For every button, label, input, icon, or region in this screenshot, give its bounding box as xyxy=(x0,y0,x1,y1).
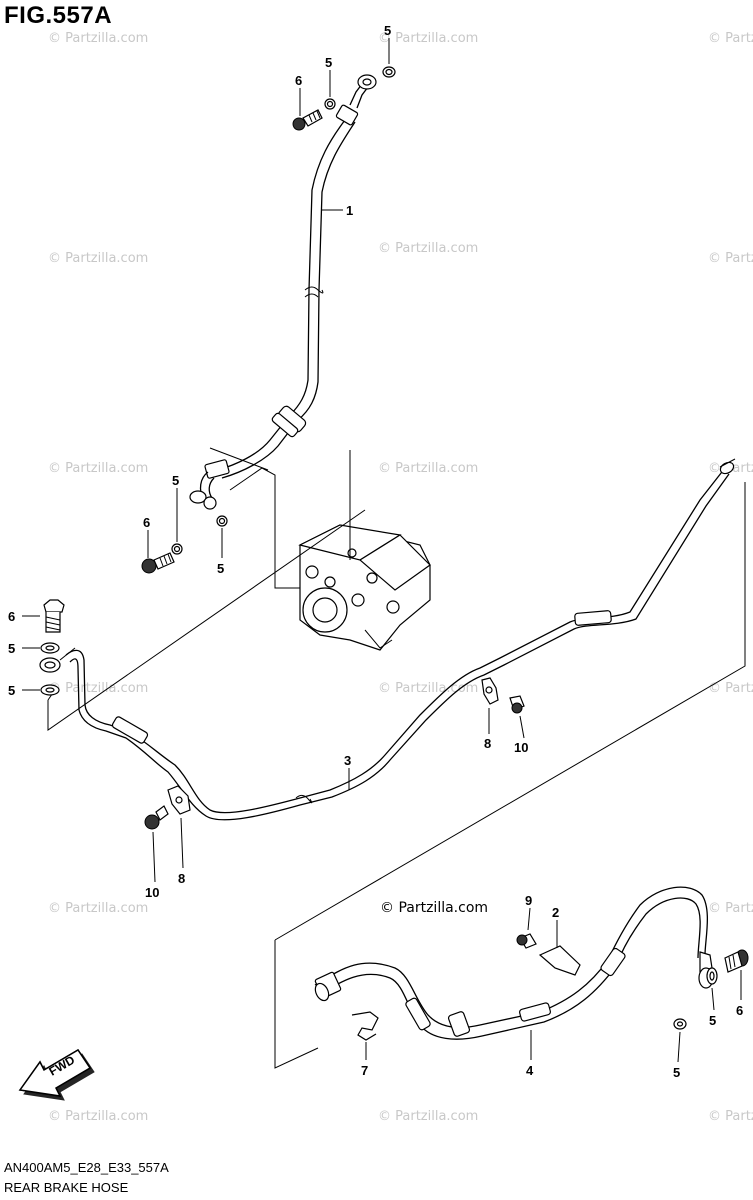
callout-7: 7 xyxy=(361,1063,368,1078)
callout-5: 5 xyxy=(709,1013,716,1028)
callout-leaders xyxy=(22,38,742,1063)
callout-3: 3 xyxy=(344,753,351,768)
watermark: © Partzilla.com xyxy=(48,251,148,266)
callout-5: 5 xyxy=(673,1065,680,1080)
callout-6: 6 xyxy=(736,1003,743,1018)
callout-5: 5 xyxy=(8,641,15,656)
watermark: © Partzilla.com xyxy=(708,1109,753,1124)
watermark: © Partzilla.com xyxy=(378,1109,478,1124)
banjo-bolt-left xyxy=(39,599,65,696)
watermark: © Partzilla.com xyxy=(48,461,148,476)
callout-5: 5 xyxy=(217,561,224,576)
callout-9: 9 xyxy=(525,893,532,908)
banjo-bolt-middle xyxy=(141,515,228,574)
figure-title: FIG.557A xyxy=(4,2,113,29)
watermark: © Partzilla.com xyxy=(378,681,478,696)
clip xyxy=(351,1011,379,1041)
callout-4: 4 xyxy=(526,1063,534,1078)
callout-10: 10 xyxy=(514,740,528,755)
callout-6: 6 xyxy=(295,73,302,88)
diagram-code: AN400AM5_E28_E33_557A xyxy=(4,1160,169,1175)
watermark: © Partzilla.com xyxy=(48,1109,148,1124)
clamp-right xyxy=(481,677,525,714)
diagram-caption: REAR BRAKE HOSE xyxy=(4,1180,129,1195)
callout-8: 8 xyxy=(484,736,491,751)
callout-numbers: 1 5 5 6 5 6 5 6 5 5 3 8 10 8 10 9 2 4 7 … xyxy=(8,23,743,1080)
callout-2: 2 xyxy=(552,905,559,920)
brake-hose-1 xyxy=(189,74,377,510)
watermark: © Partzilla.com xyxy=(708,251,753,266)
callout-5: 5 xyxy=(172,473,179,488)
watermark: © Partzilla.com xyxy=(378,31,478,46)
watermark: © Partzilla.com xyxy=(708,681,753,696)
callout-5: 5 xyxy=(384,23,391,38)
leader-lines xyxy=(47,447,746,1069)
callout-6: 6 xyxy=(143,515,150,530)
watermark: © Partzilla.com xyxy=(378,241,478,256)
abs-unit xyxy=(298,524,431,651)
brake-hose-4 xyxy=(314,886,714,1040)
callout-5: 5 xyxy=(325,55,332,70)
watermark: © Partzilla.com xyxy=(48,681,148,696)
fwd-arrow-icon: FWD xyxy=(18,1048,95,1101)
banjo-bolt-right xyxy=(673,949,749,1030)
callout-1: 1 xyxy=(346,203,353,218)
callout-6: 6 xyxy=(8,609,15,624)
watermark: © Partzilla.com xyxy=(378,461,478,476)
watermark-main: © Partzilla.com xyxy=(380,900,488,916)
watermarks: © Partzilla.com © Partzilla.com © Partzi… xyxy=(48,31,753,1124)
watermark: © Partzilla.com xyxy=(708,31,753,46)
junction-block xyxy=(516,933,581,976)
brake-pipe-3 xyxy=(65,458,736,821)
callout-10: 10 xyxy=(145,885,159,900)
callout-8: 8 xyxy=(178,871,185,886)
watermark: © Partzilla.com xyxy=(48,901,148,916)
watermark: © Partzilla.com xyxy=(48,31,148,46)
clamp-left xyxy=(144,785,191,830)
callout-5: 5 xyxy=(8,683,15,698)
watermark: © Partzilla.com xyxy=(708,901,753,916)
banjo-bolt-upper xyxy=(292,66,396,131)
